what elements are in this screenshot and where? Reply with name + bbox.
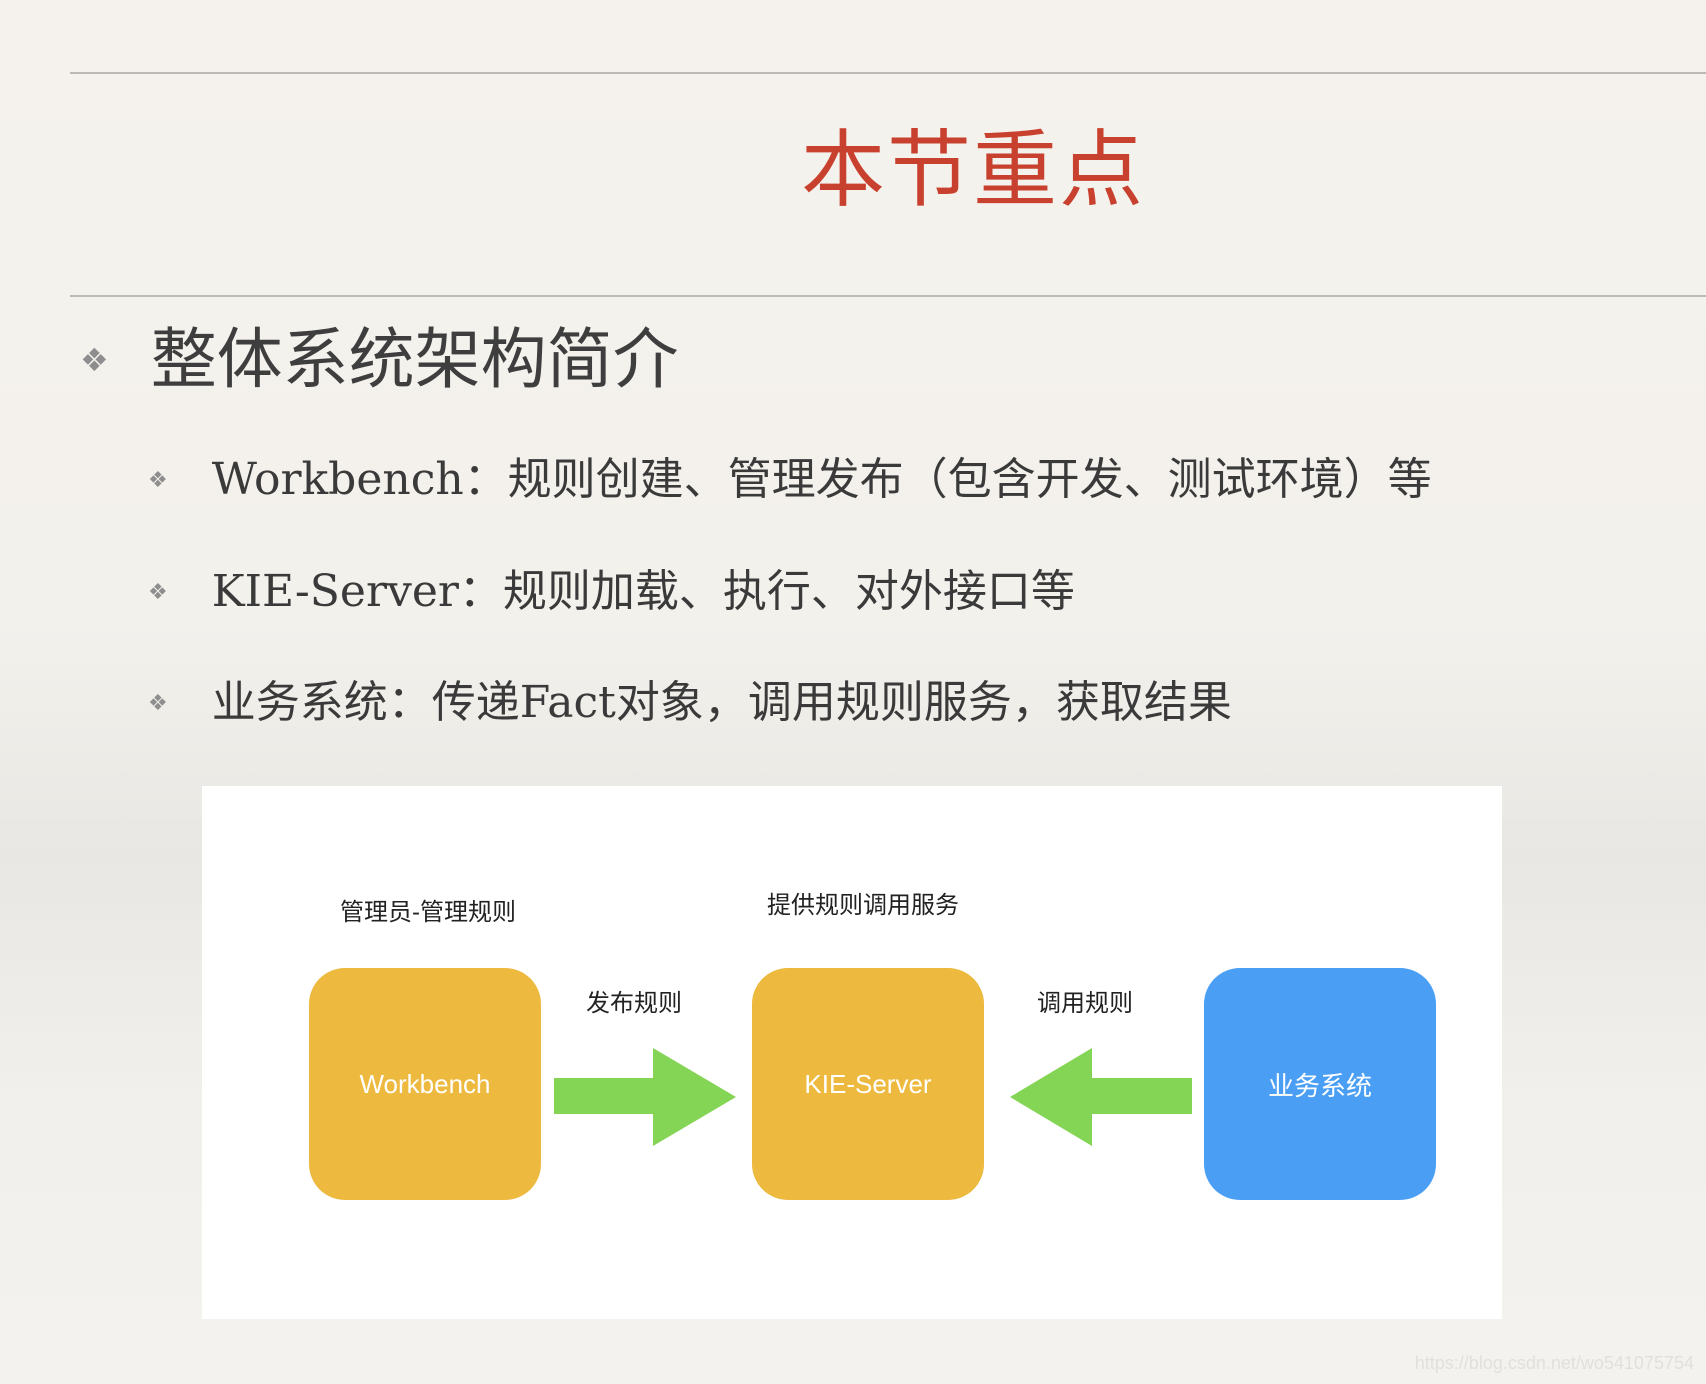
node-label: 业务系统 (1267, 1070, 1372, 1101)
diamond-cluster-icon: ❖ (148, 579, 168, 605)
kie-server-node: KIE-Server (752, 968, 984, 1200)
right-arrow-icon (554, 1048, 736, 1146)
node-label: Workbench (359, 1068, 491, 1099)
title-divider (70, 295, 1706, 297)
workbench-node: Workbench (309, 968, 541, 1200)
node-label: KIE-Server (804, 1068, 932, 1099)
diamond-cluster-icon: ❖ (148, 690, 168, 716)
diamond-cluster-icon: ❖ (148, 467, 168, 493)
workbench-caption: 管理员-管理规则 (340, 899, 516, 926)
invoke-arrow-label: 调用规则 (1037, 990, 1133, 1017)
left-arrow-icon (1010, 1048, 1192, 1146)
heading-text: 整体系统架构简介 (150, 321, 679, 398)
bullet-text: 业务系统：传递Fact对象，调用规则服务，获取结果 (211, 677, 1232, 728)
slide-title: 本节重点 (800, 121, 1145, 219)
publish-arrow-label: 发布规则 (586, 990, 682, 1017)
watermark: https://blog.csdn.net/wo541075754 (1414, 1353, 1694, 1373)
kie-caption: 提供规则调用服务 (767, 892, 959, 919)
diamond-cluster-icon: ❖ (80, 341, 109, 379)
bullet-text: Workbench：规则创建、管理发布（包含开发、测试环境）等 (211, 454, 1432, 505)
bullet-text: KIE-Server：规则加载、执行、对外接口等 (211, 566, 1075, 617)
bullet-item-workbench: ❖ Workbench：规则创建、管理发布（包含开发、测试环境）等 (148, 452, 1432, 508)
architecture-diagram: 管理员-管理规则 提供规则调用服务 发布规则 调用规则 Workbench KI… (202, 786, 1502, 1319)
business-system-node: 业务系统 (1204, 968, 1436, 1200)
bullet-item-kie-server: ❖ KIE-Server：规则加载、执行、对外接口等 (148, 564, 1075, 620)
section-heading: ❖ 整体系统架构简介 (80, 320, 679, 400)
bullet-item-business: ❖ 业务系统：传递Fact对象，调用规则服务，获取结果 (148, 675, 1232, 731)
top-divider (70, 72, 1706, 74)
